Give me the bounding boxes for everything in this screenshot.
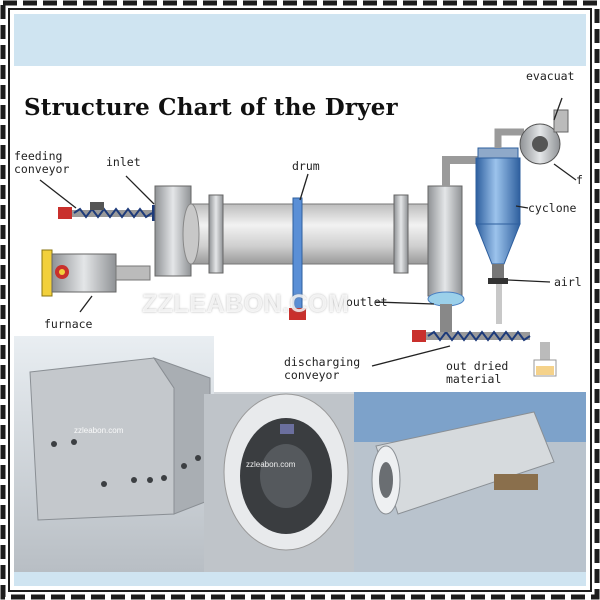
diagram-watermark: ZZLEABON.COM: [142, 290, 350, 318]
leader-lines: [39, 97, 577, 367]
label-furnace: furnace: [44, 317, 93, 331]
label-drum: drum: [292, 159, 320, 173]
photo-watermark-1: zzleabon.com: [74, 426, 124, 435]
label-feeding-conveyor: feeding conveyor: [14, 149, 70, 176]
dried-material-bin: [533, 342, 557, 377]
photo-strip: [14, 336, 586, 572]
label-outlet: outlet: [346, 295, 388, 309]
rotary-drum: [154, 185, 465, 318]
image-content: Structure Chart of the Dryer feeding con…: [14, 14, 586, 586]
label-evacuator: evacuat: [526, 69, 575, 83]
dryer-structure-diagram: [14, 14, 586, 586]
fan-evacuator: [494, 109, 569, 165]
cyclone-separator: [475, 147, 521, 324]
label-inlet: inlet: [106, 155, 141, 169]
bottom-panel: [14, 572, 586, 586]
photo-drum-interior: [204, 393, 354, 572]
furnace: [41, 249, 151, 297]
label-cyclone: cyclone: [528, 201, 577, 215]
photo-dryer-cylinder: [354, 392, 586, 572]
exhaust-duct: [442, 156, 484, 186]
label-discharging-conveyor: discharging conveyor: [284, 355, 361, 382]
label-airlock: airl: [554, 275, 582, 289]
photo-furnace: [14, 336, 214, 572]
diagram-title: Structure Chart of the Dryer: [24, 94, 398, 121]
label-out-dried-material: out dried material: [446, 359, 509, 386]
discharging-conveyor: [412, 318, 531, 342]
drum-support: [289, 197, 306, 320]
top-panel: [14, 14, 586, 66]
label-fan: f: [576, 173, 583, 187]
photo-watermark-2: zzleabon.com: [246, 460, 296, 469]
